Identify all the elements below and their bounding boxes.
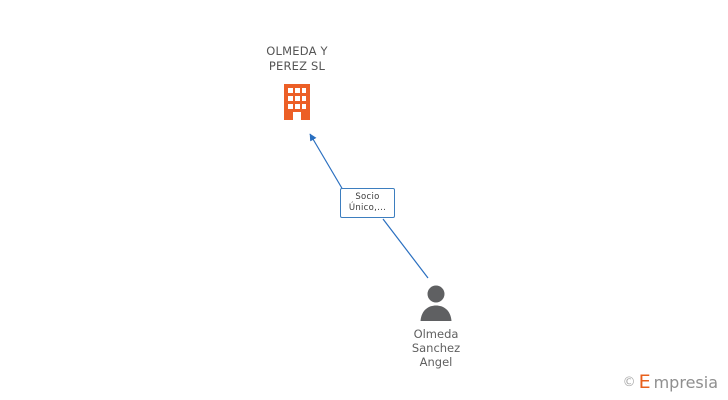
company-node[interactable]: OLMEDA Y PEREZ SL: [232, 44, 362, 124]
edge-person-to-box: [382, 218, 429, 279]
relation-badge[interactable]: Socio Único,...: [340, 188, 395, 218]
relation-label: Socio Único,...: [348, 192, 387, 213]
brand-name: mpresia: [653, 373, 718, 392]
brand-initial: E: [638, 371, 651, 393]
edge-company-to-box: [309, 133, 344, 191]
person-name-label: Olmeda Sanchez Angel: [411, 327, 461, 369]
company-name-label: OLMEDA Y PEREZ SL: [266, 44, 328, 73]
building-icon: [279, 82, 315, 124]
person-node[interactable]: Olmeda Sanchez Angel: [378, 283, 494, 369]
watermark: © E mpresia: [622, 371, 718, 393]
copyright-symbol: ©: [622, 375, 636, 390]
person-icon: [416, 283, 456, 323]
